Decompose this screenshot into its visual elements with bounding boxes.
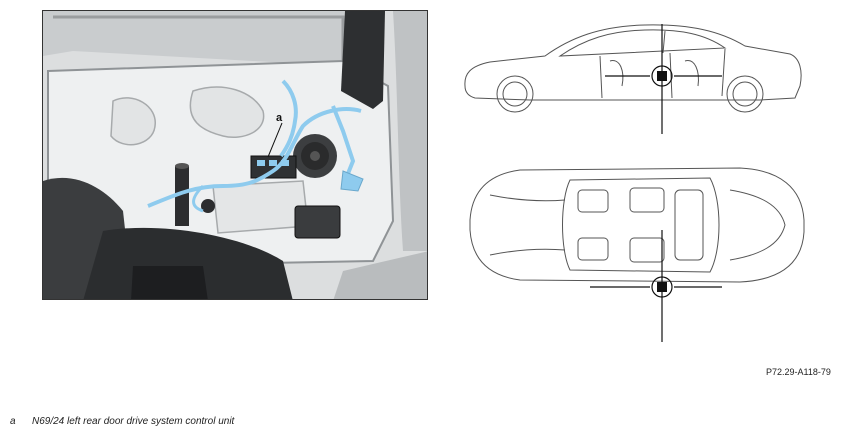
legend: a N69/24 left rear door drive system cont…: [10, 416, 234, 427]
legend-item: a N69/24 left rear door drive system cont…: [10, 416, 234, 427]
vehicle-side-view-diagram: [460, 16, 806, 136]
door-interior-illustration: [42, 10, 428, 300]
figure-reference-code: P72.29-A118-79: [766, 367, 831, 377]
legend-item-text: N69/24 left rear door drive system contr…: [32, 416, 235, 427]
vehicle-top-view-diagram: [460, 160, 806, 346]
callout-label-a: a: [276, 112, 283, 124]
legend-item-key: a: [10, 416, 16, 427]
